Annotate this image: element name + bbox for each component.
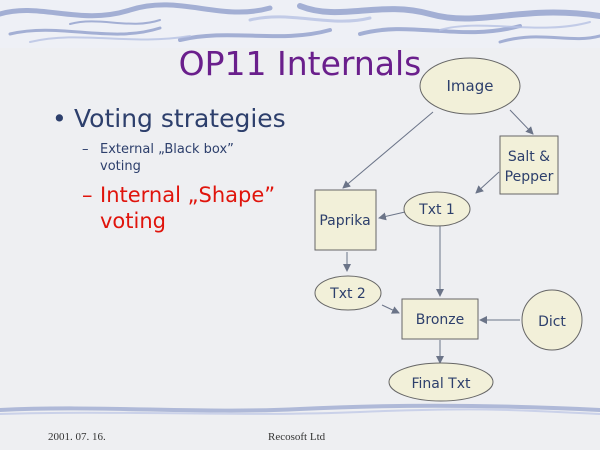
node-dict-label: Dict — [538, 314, 566, 330]
dash-icon: – — [82, 183, 93, 207]
node-bronze: Bronze — [401, 298, 479, 340]
bullet-dot-icon: • — [52, 104, 67, 133]
node-salt-pepper-label-line1: Salt & — [508, 149, 550, 165]
arrow-image-to-salt-pepper — [509, 109, 534, 135]
sub-bullet-line: Internal „Shape” — [100, 183, 276, 207]
node-dict: Dict — [521, 289, 583, 351]
footer-date: 2001. 07. 16. — [48, 431, 106, 443]
bullet-text: Voting strategies — [74, 104, 286, 133]
arrow-txt2-to-bronze — [381, 304, 400, 314]
sub-bullet-external: – External „Black box” voting — [82, 141, 262, 175]
slide-title: OP11 Internals — [178, 44, 422, 83]
sub-bullet-line: voting — [100, 159, 141, 174]
node-salt-pepper: Salt & Pepper — [499, 135, 559, 195]
bullet-voting-strategies: •Voting strategies — [52, 104, 286, 133]
node-txt2-label: Txt 2 — [329, 286, 366, 302]
sub-bullet-internal: – Internal „Shape” voting — [82, 182, 282, 234]
node-final-txt-label: Final Txt — [411, 376, 471, 392]
dash-icon: – — [82, 142, 89, 157]
arrow-image-to-paprika — [342, 111, 434, 189]
node-txt1: Txt 1 — [403, 191, 471, 227]
footer-company: Recosoft Ltd — [268, 431, 326, 443]
node-image-label: Image — [447, 77, 494, 95]
node-txt2: Txt 2 — [314, 275, 382, 311]
sub-bullet-line: External „Black box” — [100, 142, 234, 157]
arrow-txt1-to-paprika — [378, 211, 406, 221]
node-txt1-label: Txt 1 — [418, 202, 455, 218]
node-paprika-label: Paprika — [319, 213, 370, 229]
node-paprika: Paprika — [314, 189, 377, 251]
sub-bullet-line: voting — [100, 209, 166, 233]
node-image: Image — [419, 57, 521, 115]
arrow-salt-pepper-to-txt1 — [475, 171, 500, 194]
node-final-txt: Final Txt — [388, 362, 494, 402]
node-salt-pepper-label-line2: Pepper — [505, 169, 554, 185]
node-bronze-label: Bronze — [416, 312, 464, 328]
